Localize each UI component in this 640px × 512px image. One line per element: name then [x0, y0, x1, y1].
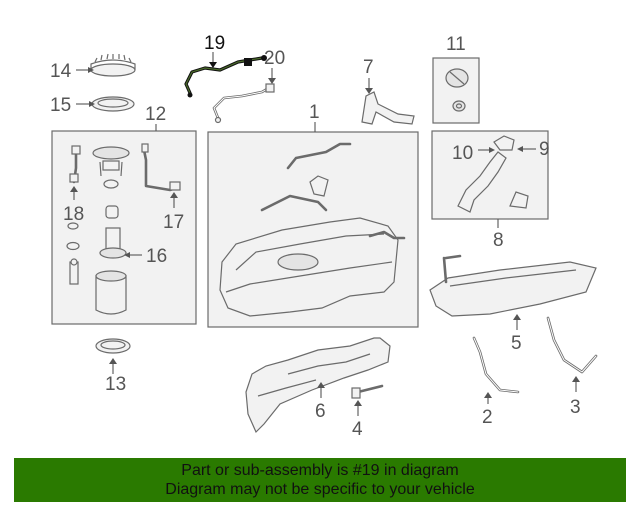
arrow-19: [209, 62, 217, 68]
part-1-fuel-tank[interactable]: [207, 131, 419, 328]
leader-arrowheads: [70, 67, 580, 406]
part-8-filler-neck[interactable]: [431, 130, 549, 220]
part-4-bolt[interactable]: [351, 384, 384, 399]
callout-16: 16: [146, 246, 167, 267]
part-5-skid-plate[interactable]: [429, 254, 597, 317]
callout-13: 13: [105, 374, 126, 395]
notice-line-2: Diagram may not be specific to your vehi…: [165, 481, 475, 498]
part-20-vent-tube[interactable]: [212, 83, 275, 124]
parts-diagram: 14 15 19 20 7 11: [50, 33, 598, 440]
callout-4: 4: [352, 419, 363, 440]
callout-20: 20: [264, 48, 285, 69]
callout-14: 14: [50, 61, 72, 82]
callout-5: 5: [511, 333, 522, 354]
part-7-bracket[interactable]: [361, 91, 415, 125]
part-14-lock-ring[interactable]: [90, 53, 136, 77]
part-6-heat-shield[interactable]: [245, 337, 391, 434]
callout-6: 6: [315, 401, 326, 422]
callout-17: 17: [163, 212, 184, 233]
callout-1: 1: [309, 102, 320, 123]
notice-line-1: Part or sub-assembly is #19 in diagram: [181, 462, 459, 479]
part-3-tank-strap[interactable]: [546, 316, 598, 374]
callout-12: 12: [145, 104, 166, 125]
part-13-gasket[interactable]: [95, 338, 131, 354]
callout-8: 8: [493, 230, 504, 251]
notice-banner: Part or sub-assembly is #19 in diagram D…: [14, 458, 626, 502]
part-12-fuel-pump-assembly[interactable]: [51, 130, 197, 325]
callout-9: 9: [539, 139, 550, 160]
part-11-fuel-cap[interactable]: [432, 57, 480, 124]
callout-15: 15: [50, 95, 71, 116]
part-15-gasket[interactable]: [91, 96, 135, 112]
callout-10: 10: [452, 143, 473, 164]
part-2-tank-strap[interactable]: [472, 336, 520, 394]
callout-2: 2: [482, 407, 493, 428]
part-19-fuel-tube-highlighted[interactable]: [184, 55, 267, 98]
callout-11: 11: [446, 34, 466, 55]
callout-18: 18: [63, 204, 84, 225]
callout-7: 7: [363, 57, 374, 78]
callout-19: 19: [204, 33, 225, 54]
callout-3: 3: [570, 397, 581, 418]
